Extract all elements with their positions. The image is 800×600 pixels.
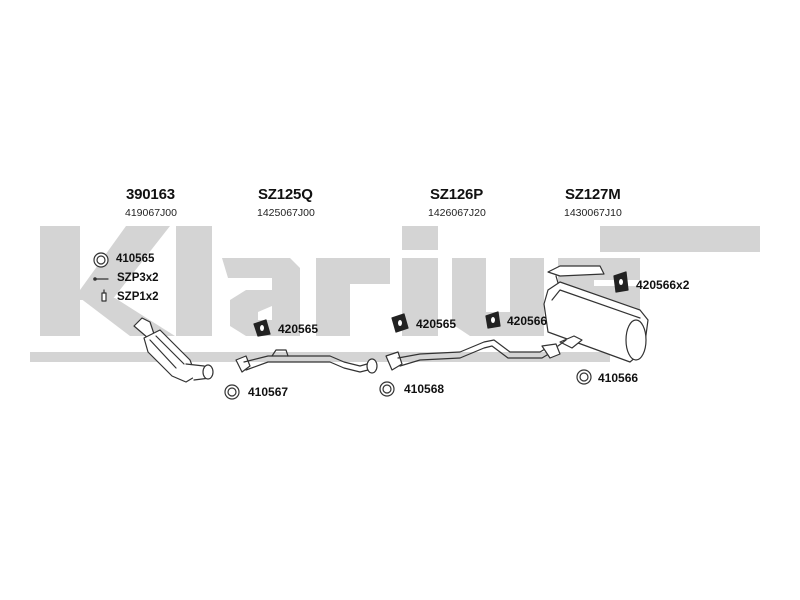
clip-icon-szp1 xyxy=(101,289,107,302)
label-420565-b: 420565 xyxy=(416,317,457,331)
ring-icon-410568 xyxy=(379,381,395,397)
ring-icon-410567 xyxy=(224,384,240,400)
mount-icon-420565-a xyxy=(253,319,271,337)
section-2-part-number: SZ125Q xyxy=(258,186,313,203)
front-pipe xyxy=(235,349,378,374)
section-1-oe-number: 419067J00 xyxy=(125,207,177,219)
ring-icon-410565 xyxy=(93,252,109,268)
rear-silencer xyxy=(543,265,649,363)
label-420566: 420566 xyxy=(507,314,548,328)
label-420566x2: 420566x2 xyxy=(636,278,690,292)
section-4-oe-number: 1430067J10 xyxy=(564,207,622,219)
ring-icon-410566 xyxy=(576,369,592,385)
catalytic-converter xyxy=(133,317,214,383)
section-2-oe-number: 1425067J00 xyxy=(257,207,315,219)
label-410567: 410567 xyxy=(248,385,289,399)
mount-icon-420566x2 xyxy=(613,271,629,293)
mount-icon-420565-b xyxy=(391,313,409,333)
label-420565-a: 420565 xyxy=(278,322,319,336)
label-szp3x2: SZP3x2 xyxy=(117,272,159,284)
mount-icon-420566 xyxy=(485,311,501,329)
section-3-part-number: SZ126P xyxy=(430,186,483,203)
label-szp1x2: SZP1x2 xyxy=(117,291,159,303)
centre-pipe xyxy=(385,339,561,371)
section-1-part-number: 390163 xyxy=(126,186,175,203)
section-4-part-number: SZ127M xyxy=(565,186,621,203)
section-3-oe-number: 1426067J20 xyxy=(428,207,486,219)
label-410566: 410566 xyxy=(598,371,639,385)
label-410568: 410568 xyxy=(404,382,445,396)
clip-icon-szp3 xyxy=(93,277,109,281)
label-410565: 410565 xyxy=(116,253,155,265)
